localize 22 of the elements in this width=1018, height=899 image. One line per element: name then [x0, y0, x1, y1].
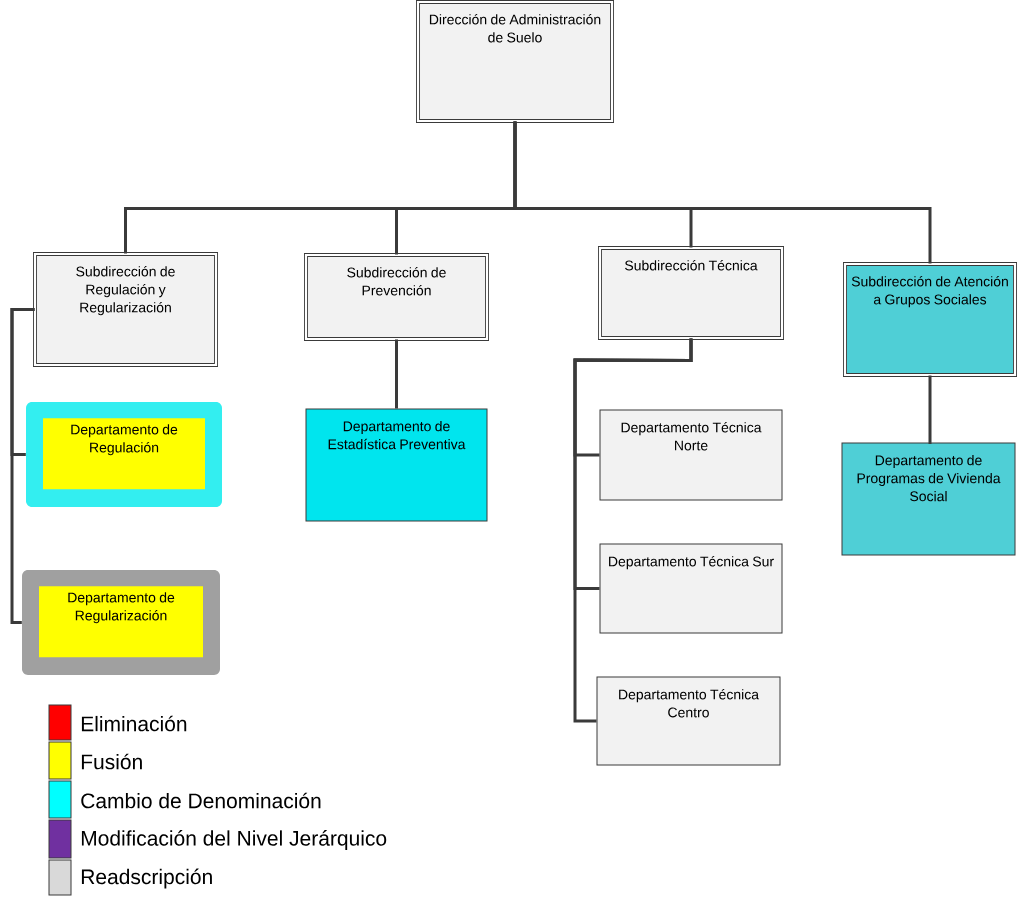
department-box: Departamento de Regularización	[22, 570, 220, 675]
org-box: Dirección de Administración de Suelo	[416, 0, 614, 123]
legend-label: Fusión	[81, 753, 142, 770]
connector-line	[395, 339, 398, 409]
department-box: Departamento Técnica Norte	[599, 409, 783, 501]
department-box: Departamento Técnica Centro	[596, 676, 781, 766]
legend-label: Cambio de Denominación	[81, 792, 321, 809]
department-box: Departamento Técnica Sur	[599, 543, 783, 634]
legend-label: Eliminación	[81, 715, 187, 732]
org-box: Subdirección de Prevención	[304, 253, 489, 341]
connector-line	[513, 121, 932, 264]
connector-line	[10, 308, 35, 624]
department-box: Departamento de Programas de Vivienda Social	[841, 442, 1016, 556]
legend-label: Readscripción	[81, 868, 212, 889]
org-box: Subdirección de Regulación y Regularización	[33, 252, 218, 367]
connector-line	[927, 375, 932, 444]
department-box: Departamento de Regulación	[26, 402, 222, 507]
org-box: Subdirección Técnica	[598, 246, 784, 340]
department-box: Departamento de Estadística Preventiva	[305, 408, 488, 522]
legend-label: Modificación del Nivel Jerárquico	[81, 830, 387, 850]
org-box: Subdirección de Atención a Grupos Sociales	[843, 262, 1017, 377]
connector-line	[573, 338, 693, 723]
